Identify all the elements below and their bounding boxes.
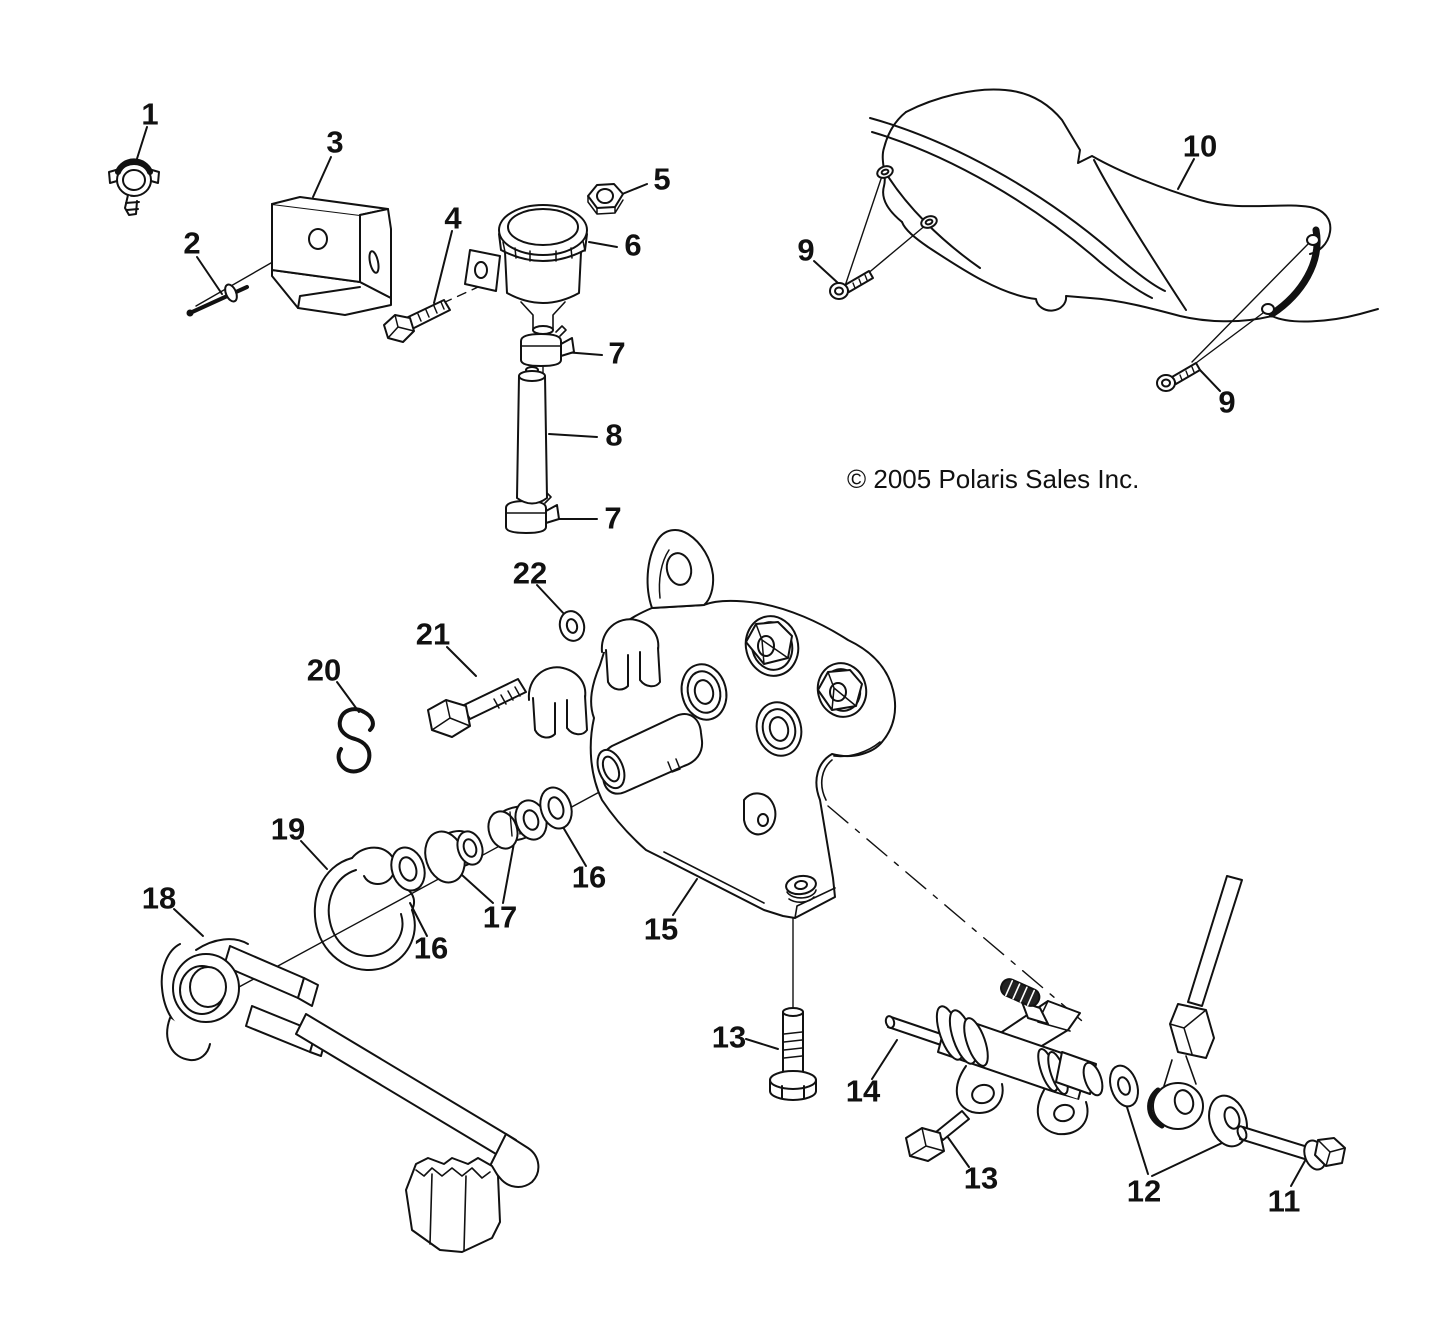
callout-20: 20	[306, 652, 342, 688]
part-master-cylinder	[884, 978, 1104, 1136]
part-washer-16-left	[390, 846, 426, 892]
part-screw-right	[1156, 362, 1201, 392]
part-bushing-17-right	[487, 799, 548, 850]
callout-9-right: 9	[1218, 384, 1236, 420]
callout-8: 8	[605, 417, 623, 453]
part-screw-left	[829, 270, 874, 300]
callout-18: 18	[141, 880, 177, 916]
callout-7-upper: 7	[608, 335, 626, 371]
callout-22: 22	[512, 555, 548, 591]
part-cable-clamp	[108, 158, 160, 216]
copyright-text: © 2005 Polaris Sales Inc.	[847, 464, 1140, 494]
part-pin	[186, 283, 249, 317]
part-hose	[516, 366, 548, 505]
part-washer-12-left	[1109, 1064, 1139, 1108]
callout-17: 17	[482, 899, 518, 935]
part-cover	[869, 88, 1379, 323]
part-brake-pedal	[160, 938, 540, 1253]
callout-13-left: 13	[711, 1019, 747, 1055]
callout-16-right: 16	[571, 859, 607, 895]
callout-3: 3	[326, 124, 344, 160]
callout-9-left: 9	[797, 232, 815, 268]
callout-16-left: 16	[413, 930, 449, 966]
callout-5: 5	[653, 161, 671, 197]
part-nut	[587, 183, 624, 215]
callout-15: 15	[643, 911, 679, 947]
callout-leader-lines	[134, 126, 1307, 1187]
callout-12: 12	[1126, 1173, 1162, 1209]
callout-14: 14	[845, 1073, 881, 1109]
callout-11: 11	[1267, 1183, 1301, 1219]
callout-10: 10	[1182, 128, 1218, 164]
callout-13-right: 13	[963, 1160, 999, 1196]
part-bolt-13-vertical	[769, 1007, 817, 1101]
callout-2: 2	[183, 225, 201, 261]
callout-1: 1	[141, 96, 159, 132]
part-bushing-17-left	[424, 830, 484, 884]
callout-21: 21	[415, 616, 451, 652]
part-hose-clamp-upper	[520, 325, 575, 367]
callout-7-lower: 7	[604, 500, 622, 536]
part-hex-bolt-21	[427, 678, 527, 738]
callout-6: 6	[624, 227, 642, 263]
part-washer-16-right	[539, 786, 573, 830]
part-mount-bracket	[271, 196, 392, 316]
part-reservoir	[464, 204, 588, 335]
part-hex-bolt-4	[383, 299, 451, 343]
callout-19: 19	[270, 811, 306, 847]
part-push-rod	[1147, 875, 1243, 1130]
part-washer-12-right	[1208, 1094, 1248, 1148]
part-bolt-13-angled	[905, 1110, 970, 1162]
part-washer-22	[558, 610, 586, 642]
callout-4: 4	[444, 200, 462, 236]
part-pedal-bracket	[527, 528, 897, 919]
part-spring-clip	[336, 707, 375, 774]
part-flange-bolt	[1236, 1125, 1346, 1171]
